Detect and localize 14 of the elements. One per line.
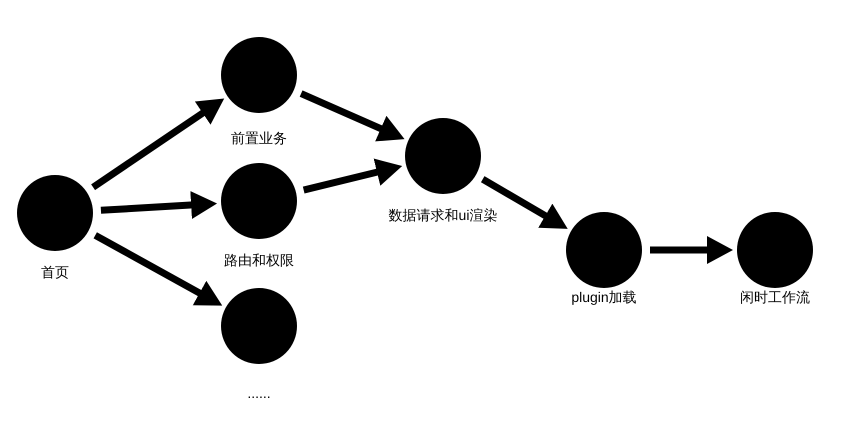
arrow [100,191,218,219]
arrow [91,98,224,190]
node-label: 闲时工作流 [740,290,810,304]
arrow [302,158,402,194]
node-label: ...... [247,386,271,400]
arrow [94,232,222,306]
node-label: 前置业务 [231,131,287,145]
node-label: plugin加载 [571,290,637,304]
node-label: 数据请求和ui渲染 [388,208,498,222]
arrow [650,236,733,264]
node-label: 路由和权限 [224,253,294,267]
arrow [300,90,405,142]
node-label: 首页 [41,265,69,279]
arrow [480,176,568,229]
